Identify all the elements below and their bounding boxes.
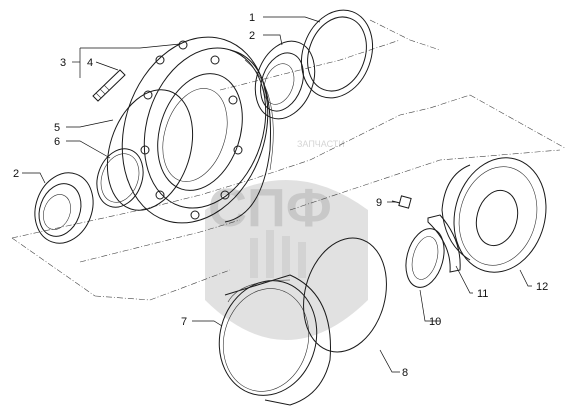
callout-10[interactable]: 10: [429, 316, 441, 328]
callout-2-upper[interactable]: 2: [249, 30, 255, 42]
part-11-lock-plate[interactable]: [427, 214, 461, 273]
part-10-nut[interactable]: [400, 224, 450, 291]
callout-9[interactable]: 9: [376, 197, 382, 209]
part-4-stud-bolt[interactable]: [92, 69, 126, 102]
callout-2-lower[interactable]: 2: [13, 168, 19, 180]
callout-1[interactable]: 1: [249, 12, 255, 24]
callout-7[interactable]: 7: [181, 316, 187, 328]
callout-11[interactable]: 11: [477, 288, 488, 300]
leader-lines: [22, 16, 532, 373]
part-8-large-o-ring[interactable]: [291, 229, 398, 362]
part-12-gear[interactable]: [441, 147, 559, 282]
callout-12[interactable]: 12: [536, 281, 548, 293]
part-6-inner-ring[interactable]: [89, 142, 151, 213]
callout-8[interactable]: 8: [402, 367, 408, 379]
watermark-brand-large: СПФ: [208, 178, 332, 238]
part-7-ring-gear[interactable]: [207, 270, 331, 407]
callouts: 1 2 3 4 5 6 2 7 8 9 10 11 12: [13, 12, 548, 379]
watermark-brand-small: ЗАПЧАСТИ: [297, 139, 345, 149]
callout-4[interactable]: 4: [87, 57, 93, 69]
part-2-bearing-lower[interactable]: [25, 165, 102, 252]
callout-5[interactable]: 5: [54, 122, 60, 134]
part-5-o-ring[interactable]: [93, 79, 207, 222]
assembly-axis-lines: [11, 19, 566, 301]
part-1-seal-ring[interactable]: [290, 0, 385, 108]
callout-6[interactable]: 6: [54, 136, 60, 148]
watermark: ЗАПЧАСТИ СПФ: [205, 139, 368, 340]
callout-3[interactable]: 3: [60, 57, 66, 69]
